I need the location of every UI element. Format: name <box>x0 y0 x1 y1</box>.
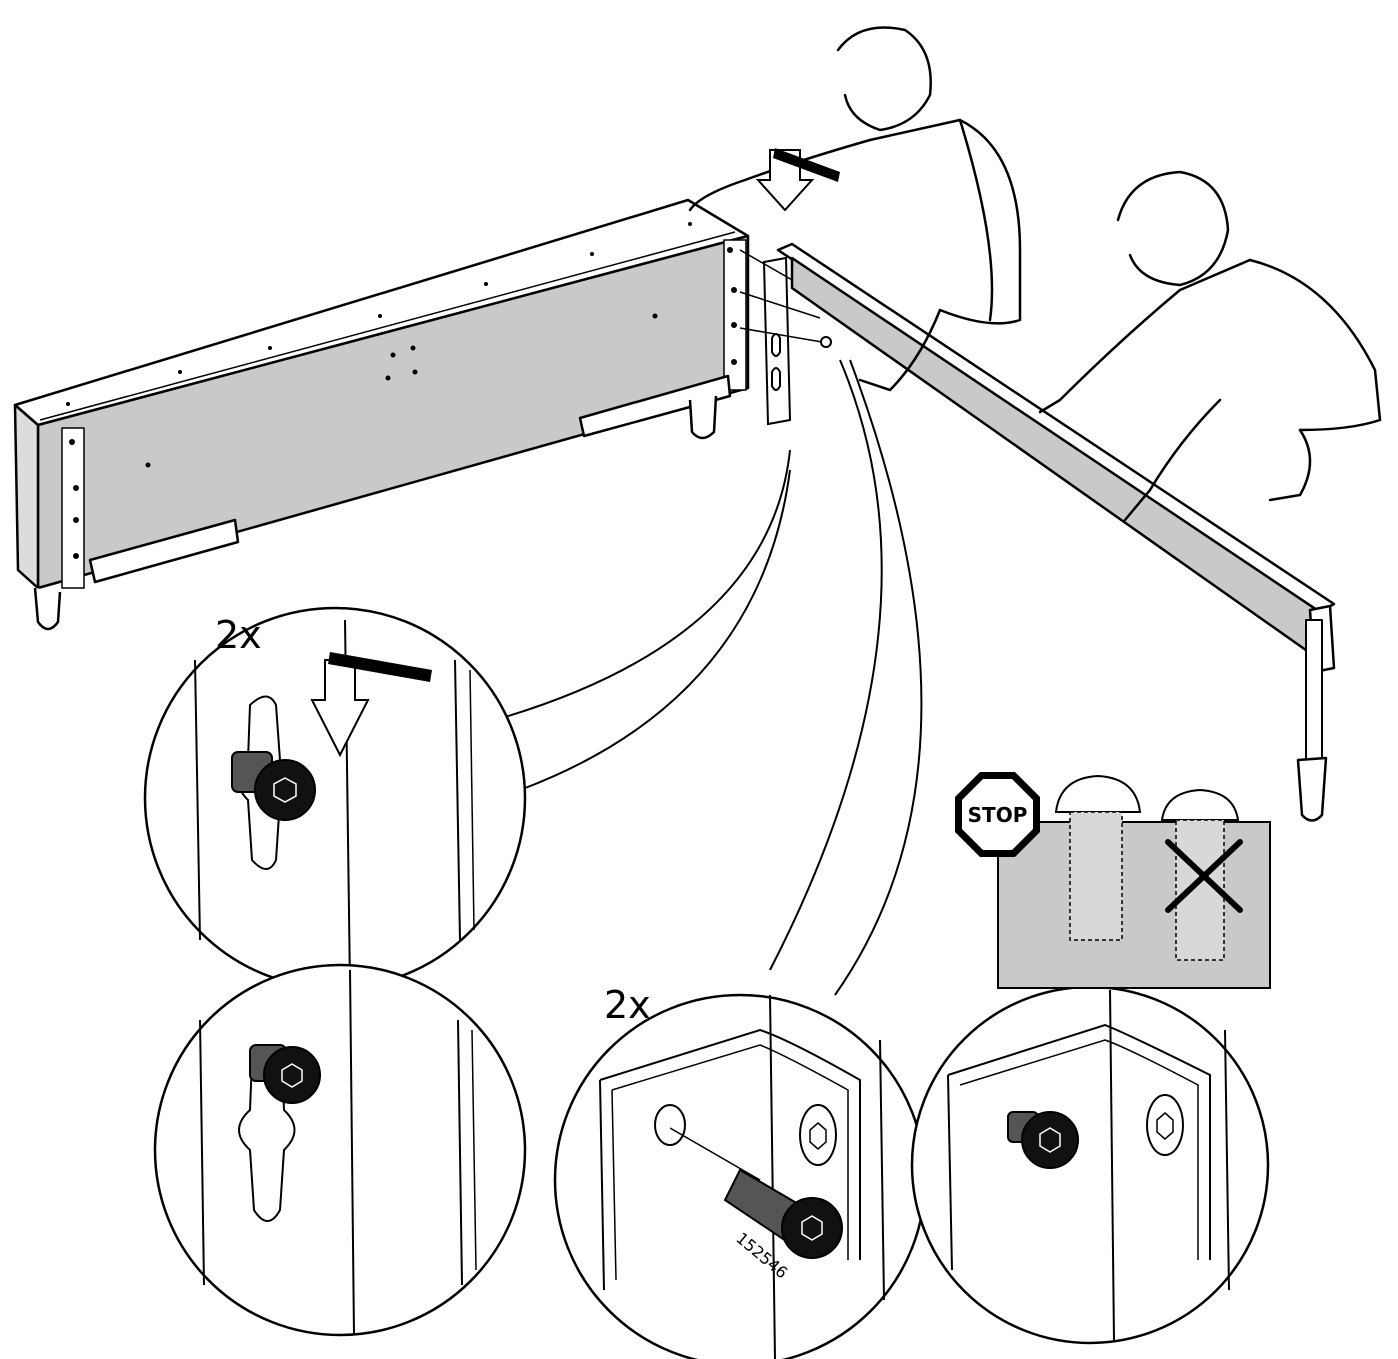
person-woman-figure <box>688 26 1022 392</box>
quantity-label-bracket: 2x <box>604 983 651 1027</box>
correct-screw-illustration <box>1054 774 1142 941</box>
detail-circle-bracket-screw <box>553 993 927 1359</box>
cross-icon <box>1165 839 1243 913</box>
detail-circle-keyhole-insert <box>143 606 527 990</box>
stop-sign-icon: STOP <box>955 772 1040 857</box>
stop-sign-label: STOP <box>968 803 1028 827</box>
down-arrow-icon <box>755 148 840 212</box>
headboard-panel <box>13 198 750 631</box>
callout-lines <box>494 359 923 996</box>
detail-circle-bracket-tightened <box>910 985 1270 1345</box>
stop-warning-box: STOP <box>955 772 1271 989</box>
person-man-figure <box>1038 170 1382 522</box>
side-rail <box>776 242 1336 822</box>
detail-circle-keyhole-locked <box>153 963 527 1337</box>
quantity-label-keyhole: 2x <box>215 613 262 657</box>
hex-socket-icon <box>273 777 297 803</box>
